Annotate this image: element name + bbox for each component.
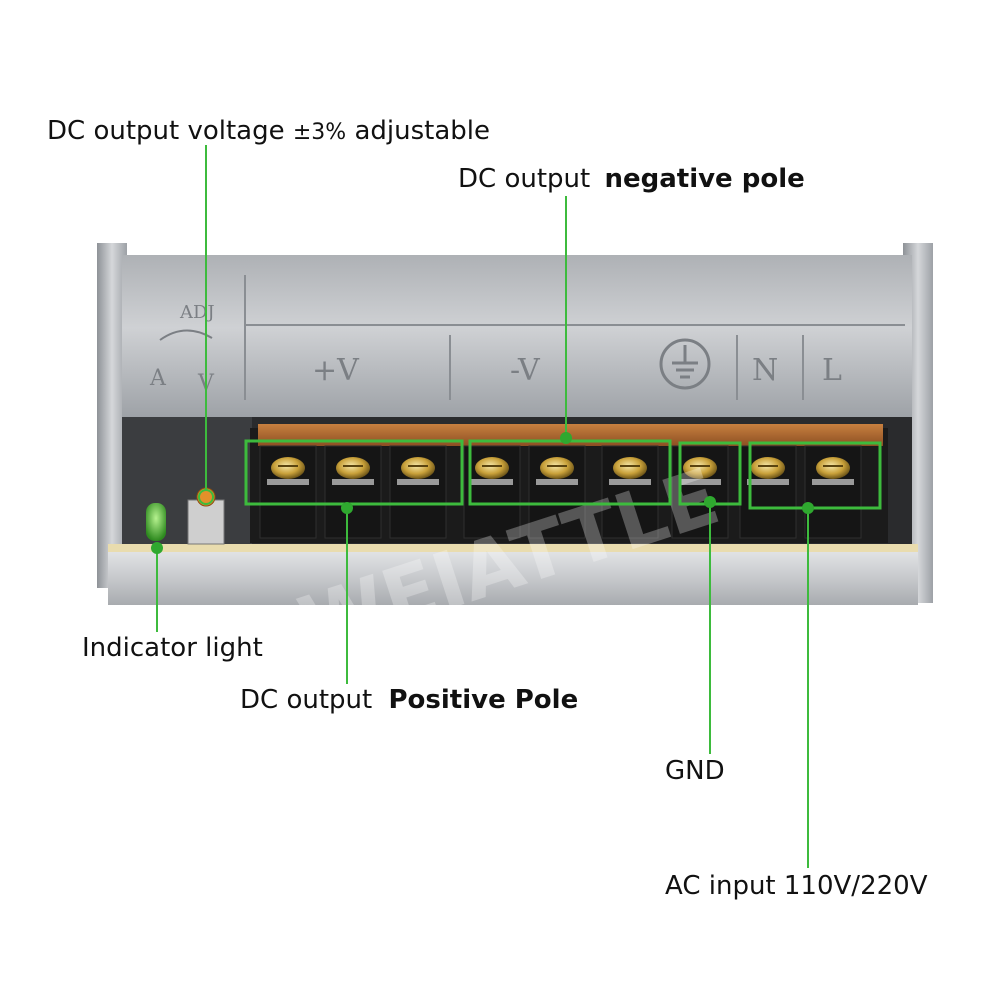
marker-dot bbox=[704, 496, 716, 508]
callout-indicator-light: Indicator light bbox=[82, 633, 263, 663]
pcb-area bbox=[122, 417, 252, 547]
n-engraving: N bbox=[752, 353, 778, 388]
indicator-led bbox=[146, 503, 166, 541]
terminal-screw-icon bbox=[751, 457, 785, 479]
terminal-cell bbox=[259, 445, 317, 539]
callout-ac-input: AC input 110V/220V bbox=[665, 871, 928, 901]
pcb-edge bbox=[108, 544, 918, 552]
adjust-arc-icon bbox=[159, 329, 213, 341]
terminal-screw-icon bbox=[613, 457, 647, 479]
callout-voltage-adjust: DC output voltage ±3% adjustable bbox=[47, 118, 490, 144]
terminal-washer bbox=[747, 479, 789, 485]
terminal-washer bbox=[471, 479, 513, 485]
terminal-washer bbox=[332, 479, 374, 485]
callout-voltage-adjust-suffix: adjustable bbox=[354, 116, 491, 146]
marker-dot bbox=[341, 502, 353, 514]
marker-dot bbox=[560, 432, 572, 444]
callout-positive-pole: DC output Positive Pole bbox=[240, 687, 578, 713]
marker-dot bbox=[802, 502, 814, 514]
marker-dot bbox=[151, 542, 163, 554]
callout-positive-prefix: DC output bbox=[240, 685, 373, 715]
positive-pole-box bbox=[244, 439, 464, 506]
adj-engraving: ADJ bbox=[179, 302, 215, 323]
plus-v-engraving: +V bbox=[312, 353, 360, 388]
terminal-screw-icon bbox=[816, 457, 850, 479]
minus-v-engraving: -V bbox=[510, 353, 541, 388]
terminal-screw-icon bbox=[475, 457, 509, 479]
ground-symbol-icon bbox=[659, 338, 711, 390]
terminal-washer bbox=[536, 479, 578, 485]
marker-dot bbox=[198, 489, 214, 505]
terminal-washer bbox=[267, 479, 309, 485]
terminal-screw-icon bbox=[401, 457, 435, 479]
terminal-washer bbox=[397, 479, 439, 485]
terminal-screw-icon bbox=[271, 457, 305, 479]
callout-negative-pole: DC output negative pole bbox=[458, 166, 805, 192]
terminal-screw-icon bbox=[683, 457, 717, 479]
terminal-screw-icon bbox=[336, 457, 370, 479]
a-engraving: A bbox=[149, 366, 167, 391]
l-engraving: L bbox=[822, 353, 842, 388]
callout-voltage-adjust-prefix: DC output voltage bbox=[47, 116, 285, 146]
callout-negative-emph: negative pole bbox=[604, 164, 805, 194]
ac-input-box bbox=[748, 441, 882, 510]
bottom-cover-lip bbox=[108, 547, 918, 605]
terminal-washer bbox=[609, 479, 651, 485]
potentiometer-body bbox=[187, 499, 225, 545]
callout-negative-prefix: DC output bbox=[458, 164, 591, 194]
terminal-washer bbox=[812, 479, 854, 485]
terminal-washer bbox=[679, 479, 721, 485]
top-cover-plate bbox=[122, 255, 912, 417]
callout-positive-emph: Positive Pole bbox=[388, 685, 579, 715]
callout-voltage-adjust-value: ±3% bbox=[292, 120, 347, 145]
callout-gnd: GND bbox=[665, 756, 725, 786]
terminal-screws bbox=[259, 445, 862, 539]
terminal-screw-icon bbox=[540, 457, 574, 479]
